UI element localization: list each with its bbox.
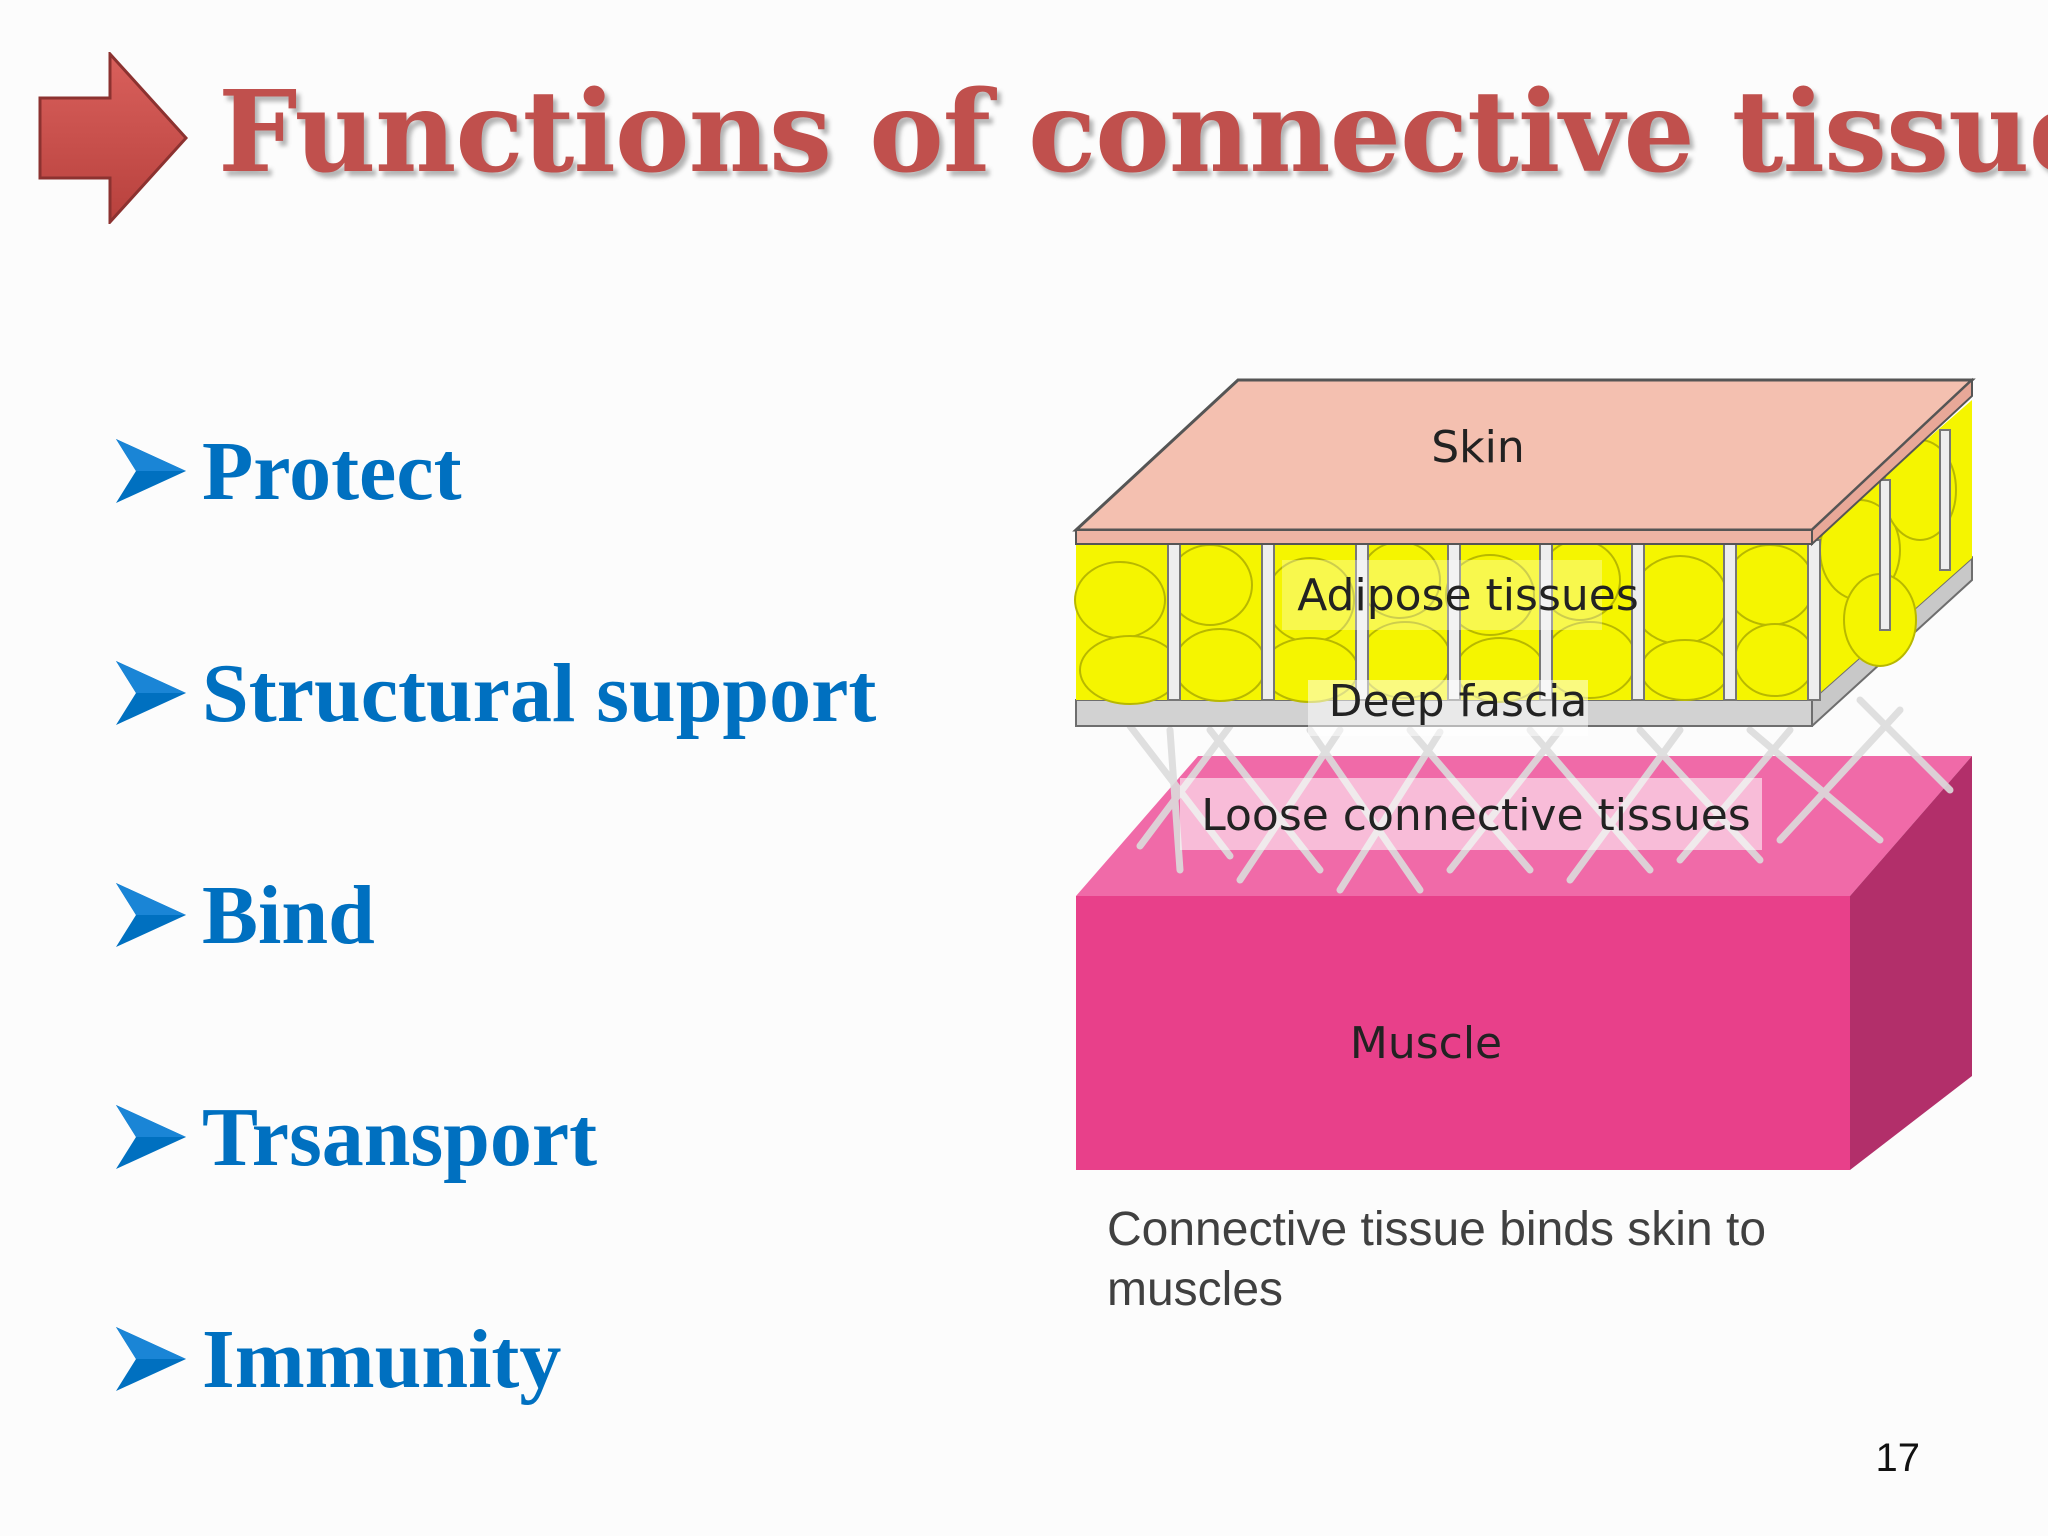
bullet-item: Protect <box>112 360 876 582</box>
page-title: Functions of connective tissue <box>218 67 2048 198</box>
muscle-label: Muscle <box>1350 1018 1502 1069</box>
skin-label: Skin <box>1431 422 1525 473</box>
arrowhead-bullet-icon <box>116 1327 186 1391</box>
skin-layer <box>1072 377 1976 547</box>
bullet-label: Protect <box>202 424 462 518</box>
page-number: 17 <box>1875 1436 1921 1480</box>
loose-connective-label: Loose connective tissues <box>1201 790 1750 841</box>
bullet-item: Structural support <box>112 582 876 804</box>
right-arrow-icon <box>38 52 188 224</box>
bullet-label: Immunity <box>202 1312 562 1406</box>
arrowhead-bullet-icon <box>116 1105 186 1169</box>
bullet-item: Immunity <box>112 1248 876 1470</box>
bullet-label: Structural support <box>202 646 877 740</box>
bullet-item: Bind <box>112 804 876 1026</box>
arrowhead-bullet-icon <box>116 883 186 947</box>
adipose-septa <box>1167 429 1951 701</box>
arrowhead-bullet-icon <box>116 439 186 503</box>
bullet-label: Trsansport <box>202 1090 598 1184</box>
bullet-list: Protect Structural support Bind Trsanspo… <box>112 360 876 1470</box>
adipose-label: Adipose tissues <box>1297 570 1639 621</box>
adipose-layer <box>1074 400 1972 705</box>
bullet-item: Trsansport <box>112 1026 876 1248</box>
bullet-label: Bind <box>202 868 375 962</box>
arrowhead-bullet-icon <box>116 661 186 725</box>
diagram-caption: Connective tissue binds skin to muscles <box>1107 1203 1767 1316</box>
tissue-layers-diagram: Skin Adipose tissues Deep fascia Loose c… <box>1072 377 1976 1170</box>
deep-fascia-label: Deep fascia <box>1329 676 1588 727</box>
